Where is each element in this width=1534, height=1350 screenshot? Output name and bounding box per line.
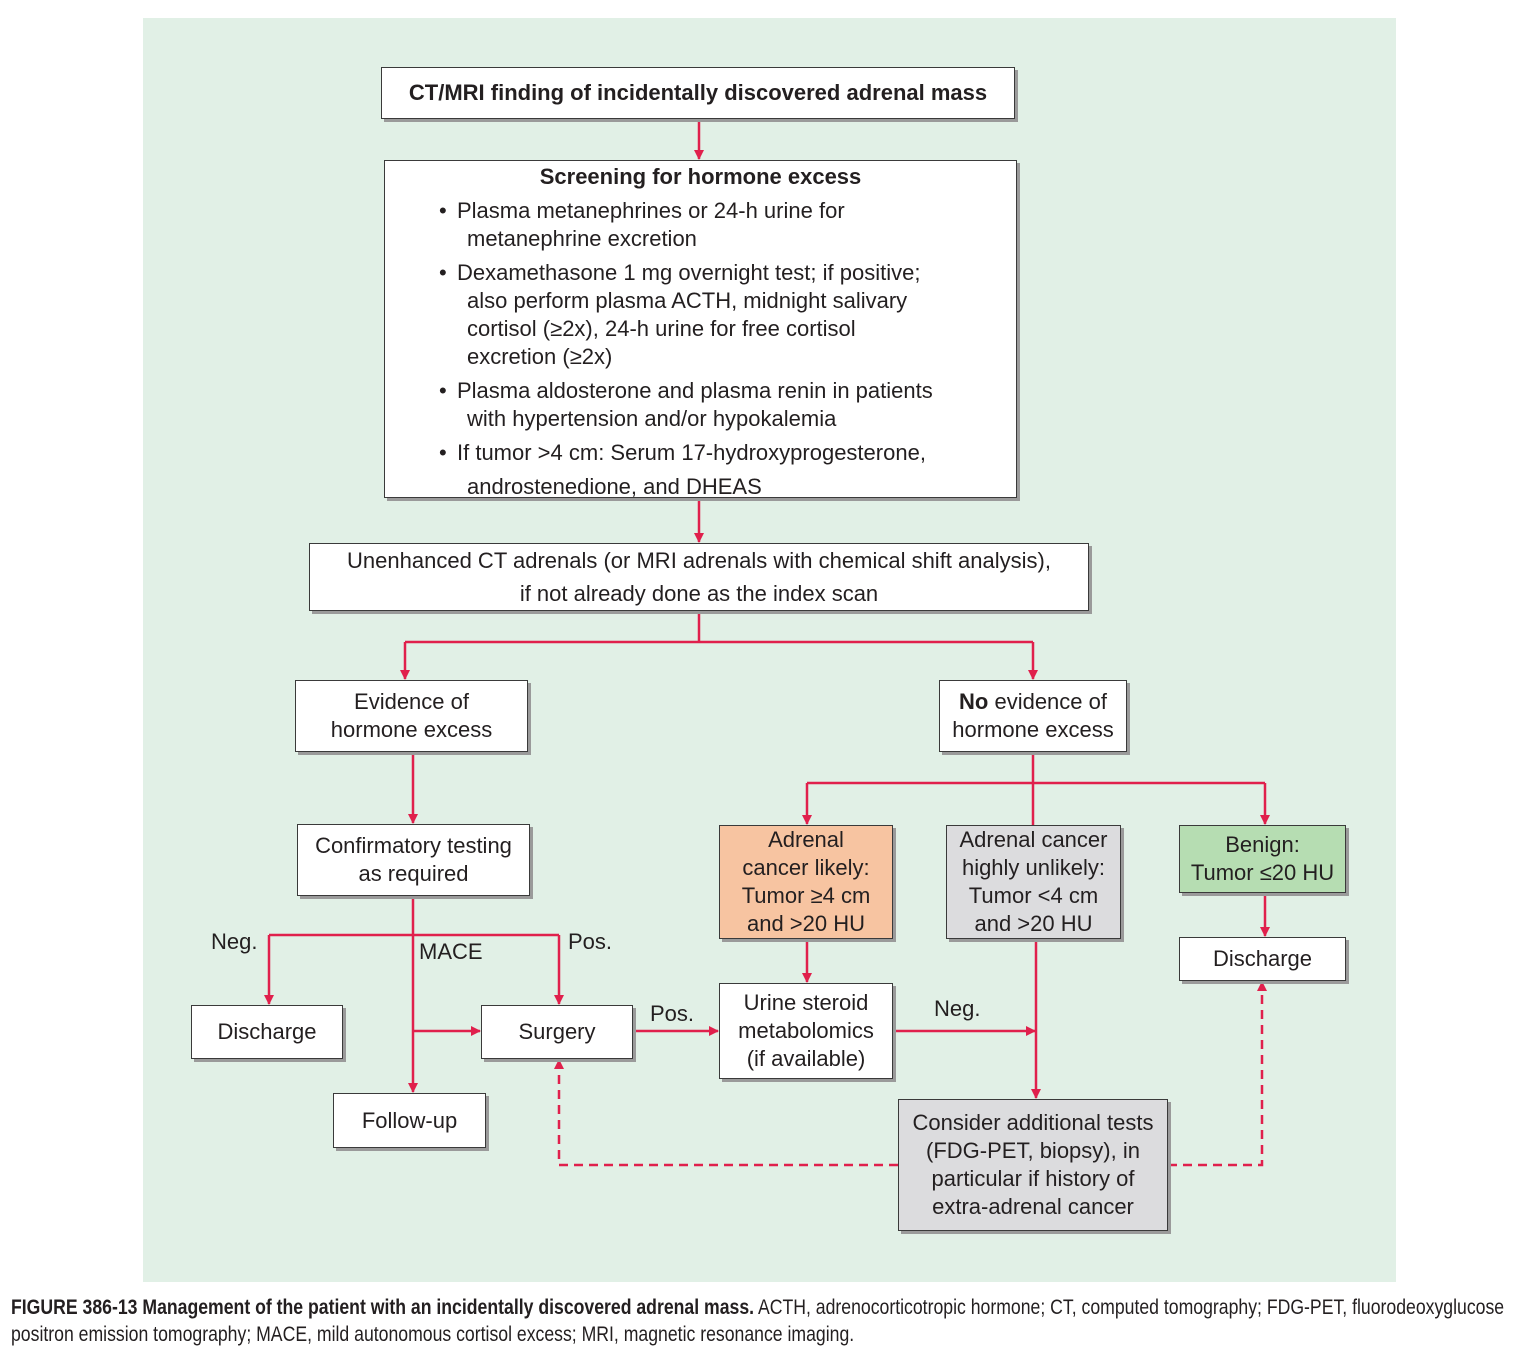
caption-text: ACTH, adrenocorticotropic hormone; CT, c… <box>11 1296 1505 1346</box>
line: and >20 HU <box>974 911 1093 936</box>
start-node: CT/MRI finding of incidentally discovere… <box>381 67 1015 119</box>
line: Consider additional tests <box>912 1110 1154 1135</box>
cancer-likely-node: Adrenal cancer likely: Tumor ≥4 cm and >… <box>719 825 893 939</box>
screening-item: If tumor >4 cm: Serum 17-hydroxyprogeste… <box>439 439 933 501</box>
label-neg-urine: Neg. <box>934 996 981 1021</box>
emphasis: No <box>959 689 989 714</box>
line: Urine steroid <box>743 990 869 1015</box>
cancer-unlikely-node: Adrenal cancer highly unlikely: Tumor <4… <box>946 825 1121 939</box>
urine-metabolomics-node: Urine steroid metabolomics (if available… <box>719 983 893 1079</box>
line: cancer likely: <box>742 855 870 880</box>
line: Plasma aldosterone and plasma renin in p… <box>457 378 933 403</box>
line: Benign: <box>1225 832 1300 857</box>
line: extra-adrenal cancer <box>932 1194 1134 1219</box>
line: particular if history of <box>931 1166 1135 1191</box>
figure-caption: FIGURE 386-13 Management of the patient … <box>11 1294 1531 1348</box>
line: metanephrine excretion <box>467 226 697 251</box>
label-mace: MACE <box>419 939 483 964</box>
line: with hypertension and/or hypokalemia <box>467 406 837 431</box>
screening-item: Dexamethasone 1 mg overnight test; if po… <box>439 259 933 371</box>
start-text: CT/MRI finding of incidentally discovere… <box>408 80 988 105</box>
line: Surgery <box>518 1019 596 1044</box>
text: evidence of <box>988 689 1107 714</box>
line: Adrenal cancer <box>959 827 1108 852</box>
surgery-node: Surgery <box>481 1005 633 1059</box>
line: Adrenal <box>768 827 844 852</box>
screening-title: Screening for hormone excess <box>539 164 862 189</box>
line: Follow-up <box>361 1107 458 1133</box>
discharge-left-node: Discharge <box>191 1005 343 1059</box>
dashed-arrow-consider-surgery <box>554 1059 898 1167</box>
discharge-right-node: Discharge <box>1179 937 1346 981</box>
line: also perform plasma ACTH, midnight saliv… <box>467 288 908 313</box>
line: Dexamethasone 1 mg overnight test; if po… <box>457 260 921 285</box>
line: highly unlikely: <box>961 855 1106 880</box>
caption-title: FIGURE 386-13 Management of the patient … <box>11 1296 755 1319</box>
line: androstenedione, and DHEAS <box>467 474 762 499</box>
screening-node: Screening for hormone excess Plasma meta… <box>384 160 1017 501</box>
line: Evidence of <box>354 689 469 714</box>
screening-list: Plasma metanephrines or 24-h urine for me… <box>439 191 933 501</box>
benign-node: Benign: Tumor ≤20 HU <box>1179 825 1346 893</box>
line: Tumor ≥4 cm <box>741 883 871 908</box>
confirmatory-node: Confirmatory testing as required <box>297 824 530 896</box>
line: cortisol (≥2x), 24-h urine for free cort… <box>467 316 856 341</box>
label-pos-surgery: Pos. <box>650 1001 695 1026</box>
line: No evidence of <box>959 688 1107 716</box>
screening-item: Plasma aldosterone and plasma renin in p… <box>439 377 933 433</box>
line: and >20 HU <box>746 911 866 936</box>
line: Confirmatory testing <box>315 833 512 858</box>
line: if not already done as the index scan <box>519 581 879 606</box>
line: Discharge <box>1212 946 1313 971</box>
line: Tumor ≤20 HU <box>1190 860 1335 885</box>
line: (if available) <box>746 1046 866 1071</box>
line: Tumor <4 cm <box>968 883 1099 908</box>
screening-item: Plasma metanephrines or 24-h urine for me… <box>439 197 933 253</box>
line: Plasma metanephrines or 24-h urine for <box>457 198 845 223</box>
line: Unenhanced CT adrenals (or MRI adrenals … <box>347 548 1051 573</box>
consider-tests-node: Consider additional tests (FDG-PET, biop… <box>898 1099 1168 1231</box>
line: If tumor >4 cm: Serum 17-hydroxyprogeste… <box>457 440 926 465</box>
line: Discharge <box>217 1019 317 1044</box>
line: as required <box>358 861 469 886</box>
dashed-arrow-consider-discharge <box>1168 981 1267 1167</box>
line: hormone excess <box>330 717 493 742</box>
label-pos-left: Pos. <box>568 929 613 954</box>
label-neg-left: Neg. <box>211 929 258 954</box>
unenhanced-ct-node: Unenhanced CT adrenals (or MRI adrenals … <box>309 543 1089 611</box>
follow-up-node: Follow-up <box>333 1093 486 1148</box>
line: metabolomics <box>738 1018 874 1043</box>
no-evidence-node: No evidence of hormone excess <box>939 680 1127 752</box>
line: excretion (≥2x) <box>467 344 613 369</box>
line: hormone excess <box>952 717 1114 742</box>
line: (FDG-PET, biopsy), in <box>926 1138 1140 1163</box>
evidence-node: Evidence of hormone excess <box>295 680 528 752</box>
